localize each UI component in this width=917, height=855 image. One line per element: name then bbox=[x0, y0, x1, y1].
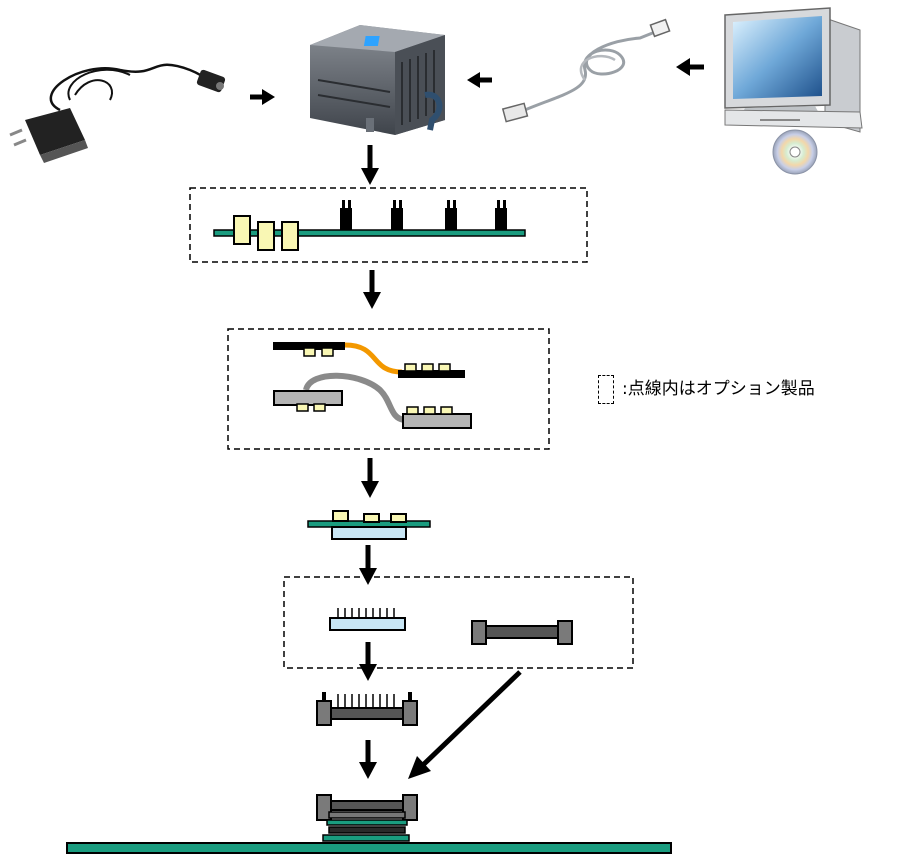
usb-cable-icon bbox=[501, 18, 671, 123]
ic-socket-cover bbox=[471, 620, 573, 645]
socket-adapter-pins bbox=[329, 608, 406, 631]
emulator-unit-icon bbox=[310, 25, 445, 135]
probe-board bbox=[213, 200, 526, 251]
optional-product-frame bbox=[227, 328, 550, 450]
flexible-cable-orange bbox=[273, 342, 465, 378]
flexible-cable-gray bbox=[273, 372, 472, 429]
legend-label: :点線内はオプション製品 bbox=[622, 379, 815, 399]
arrow-down-icon bbox=[363, 270, 381, 309]
optional-product-frame bbox=[283, 576, 634, 669]
arrow-diagonal-icon bbox=[408, 670, 522, 779]
ic-socket bbox=[316, 692, 418, 726]
arrow-left-icon bbox=[467, 72, 492, 88]
cd-rom-icon bbox=[772, 129, 818, 175]
arrow-down-icon bbox=[361, 458, 379, 498]
legend-dashed-box-icon bbox=[598, 375, 614, 404]
host-computer-icon bbox=[724, 7, 863, 133]
arrow-left-icon bbox=[676, 58, 704, 76]
arrow-down-icon bbox=[359, 545, 377, 585]
target-system-board bbox=[66, 842, 672, 854]
arrow-down-icon bbox=[359, 642, 377, 681]
arrow-down-icon bbox=[359, 740, 377, 779]
arrow-down-icon bbox=[361, 145, 379, 185]
exchange-adapter bbox=[307, 510, 431, 540]
target-board-stack bbox=[316, 794, 418, 842]
ac-adapter-icon bbox=[9, 63, 226, 163]
optional-product-frame bbox=[189, 187, 588, 263]
arrow-right-icon bbox=[250, 89, 275, 105]
